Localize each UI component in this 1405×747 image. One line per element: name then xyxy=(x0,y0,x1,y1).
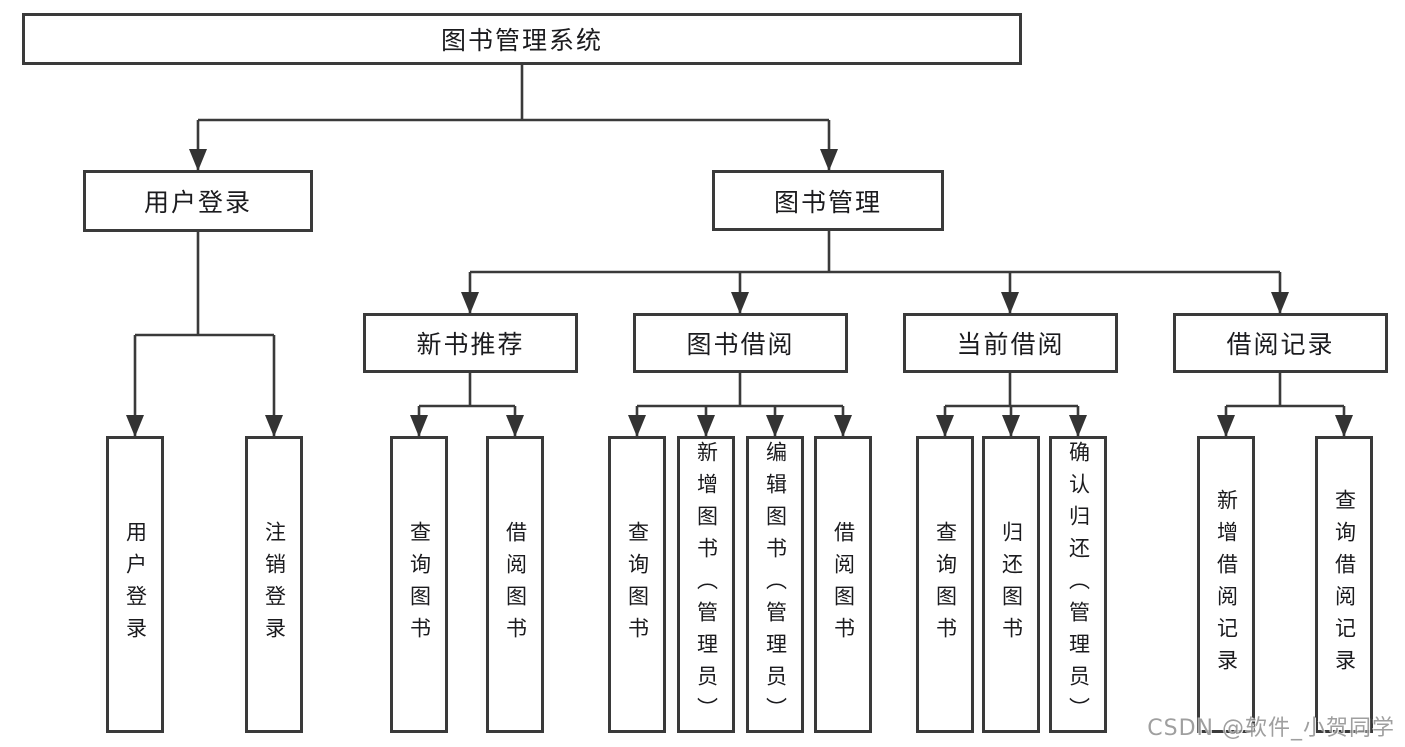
leaf-add-book-admin-label: 新增图书（管理员） xyxy=(694,440,719,729)
csdn-watermark: CSDN @软件_小贺同学 xyxy=(1147,716,1395,741)
connector-new-book-recommend-children xyxy=(417,373,517,436)
leaf-add-book-admin: 新增图书（管理员） xyxy=(677,436,735,733)
node-book-borrow-label: 图书借阅 xyxy=(686,330,795,359)
node-book-borrow: 图书借阅 xyxy=(633,313,848,373)
leaf-borrow-book-label: 借阅图书 xyxy=(831,520,856,649)
leaf-add-borrow-record: 新增借阅记录 xyxy=(1197,436,1255,733)
leaf-edit-book-admin: 编辑图书（管理员） xyxy=(746,436,804,733)
node-borrow-records: 借阅记录 xyxy=(1173,313,1388,373)
connector-book-borrow-children xyxy=(635,373,845,436)
leaf-borrow-book: 借阅图书 xyxy=(814,436,872,733)
node-new-book-recommend: 新书推荐 xyxy=(363,313,578,373)
leaf-query-borrow-record: 查询借阅记录 xyxy=(1315,436,1373,733)
leaf-confirm-return-admin-label: 确认归还（管理员） xyxy=(1066,440,1091,729)
node-root-system: 图书管理系统 xyxy=(22,13,1022,65)
leaf-recommend-query-book-label: 查询图书 xyxy=(407,520,432,649)
node-borrow-records-label: 借阅记录 xyxy=(1226,330,1335,359)
leaf-add-borrow-record-label: 新增借阅记录 xyxy=(1214,488,1239,681)
leaf-logout-label: 注销登录 xyxy=(262,520,287,649)
leaf-edit-book-admin-label: 编辑图书（管理员） xyxy=(763,440,788,729)
leaf-borrow-query-book-label: 查询图书 xyxy=(625,520,650,649)
leaf-recommend-borrow-book-label: 借阅图书 xyxy=(503,520,528,649)
connector-user-login-children xyxy=(133,232,276,436)
node-book-management: 图书管理 xyxy=(712,170,944,231)
leaf-user-login-label: 用户登录 xyxy=(123,520,148,649)
leaf-current-query-book-label: 查询图书 xyxy=(933,520,958,649)
connector-root-to-level2 xyxy=(196,65,831,170)
node-root-system-label: 图书管理系统 xyxy=(440,26,603,55)
arrowheads xyxy=(126,149,1353,437)
connector-borrow-records-children xyxy=(1224,373,1346,436)
node-user-login-label: 用户登录 xyxy=(143,188,252,217)
node-new-book-recommend-label: 新书推荐 xyxy=(416,330,525,359)
leaf-return-book: 归还图书 xyxy=(982,436,1040,733)
leaf-current-query-book: 查询图书 xyxy=(916,436,974,733)
leaf-confirm-return-admin: 确认归还（管理员） xyxy=(1049,436,1107,733)
node-book-management-label: 图书管理 xyxy=(773,187,882,217)
leaf-recommend-query-book: 查询图书 xyxy=(390,436,448,733)
leaf-logout: 注销登录 xyxy=(245,436,303,733)
leaf-user-login: 用户登录 xyxy=(106,436,164,733)
leaf-borrow-query-book: 查询图书 xyxy=(608,436,666,733)
node-current-borrow: 当前借阅 xyxy=(903,313,1118,373)
node-user-login: 用户登录 xyxy=(83,170,313,232)
node-current-borrow-label: 当前借阅 xyxy=(956,330,1065,359)
leaf-recommend-borrow-book: 借阅图书 xyxy=(486,436,544,733)
connector-book-management-to-level3 xyxy=(468,230,1282,313)
leaf-return-book-label: 归还图书 xyxy=(999,520,1024,649)
leaf-query-borrow-record-label: 查询借阅记录 xyxy=(1332,488,1357,681)
